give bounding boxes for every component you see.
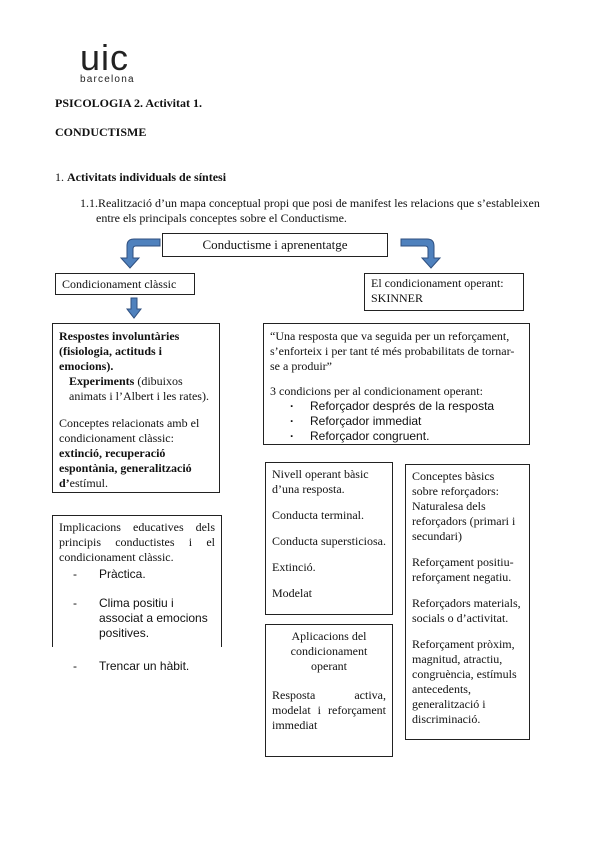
level-item: Conducta terminal. [272,508,364,522]
experiments-detail: (dibuixos animats i l’Albert i les rates… [69,374,209,403]
root-concept-box: Conductisme i aprenentatge [162,233,388,257]
task-number: 1.1. [80,196,98,210]
task-description: 1.1.Realització d’un mapa conceptual pro… [80,196,570,226]
classic-concepts: Conceptes relacionats amb el condicionam… [59,416,213,491]
operant-quote: “Una resposta que va seguida per un refo… [270,329,515,373]
reinforcer-item: Reforçadors materials, socials o d’activ… [412,596,521,625]
condition-item: Reforçador immediat [270,414,523,429]
root-concept: Conductisme i aprenentatge [202,237,348,252]
classic-concepts-prefix: Conceptes relacionats amb el condicionam… [59,416,200,445]
implication-item: Clima positiu i associat a emocions posi… [59,596,215,641]
experiments-label: Experiments [69,374,135,388]
topic-title: CONDUCTISME [55,125,147,139]
left-curved-arrow-icon [119,238,161,269]
level-item: Nivell operant bàsic d’una resposta. [272,467,369,496]
operant-conditioning-box: El condicionament operant: SKINNER [364,273,524,311]
course-title: PSICOLOGIA 2. Activitat 1. [55,96,203,110]
operant-line-2: SKINNER [371,291,424,305]
level-item: Modelat [272,586,312,600]
condition-item: Reforçador congruent. [270,429,523,444]
conditions-title: 3 condicions per al condicionament opera… [270,384,483,398]
involuntary-responses: Respostes involuntàries (fisiologia, act… [59,329,180,373]
conditions-list: Reforçador després de la resposta Reforç… [270,399,523,444]
down-arrow-icon [126,297,142,319]
operant-definition-box: “Una resposta que va seguida per un refo… [263,323,530,445]
task-line-2: entre els principals conceptes sobre el … [96,211,347,225]
reinforcer-item: Reforçament pròxim, magnitud, atractiu, … [412,637,517,726]
level-item: Extinció. [272,560,316,574]
implication-item: Trencar un hàbit. [59,659,215,674]
reinforcer-item: Reforçament positiu-reforçament negatiu. [412,555,514,584]
classic-conditioning: Condicionament clàssic [62,277,177,291]
section-heading: 1. Activitats individuals de síntesi [55,170,226,185]
reinforcers-box: Conceptes bàsics sobre reforçadors: Natu… [405,464,530,740]
classic-conditioning-box: Condicionament clàssic [55,273,195,295]
right-curved-arrow-icon [400,238,442,269]
implications-title: Implicacions educatives dels principis c… [59,520,215,564]
section-title: Activitats individuals de síntesi [67,170,227,184]
operant-line-1: El condicionament operant: [371,276,504,290]
applications-title: Aplicacions del condicionament operant [290,629,368,673]
educational-implications-box: Implicacions educatives dels principis c… [52,515,222,674]
level-item: Conducta supersticiosa. [272,534,386,548]
classic-concepts-end: estímul. [69,476,109,490]
applications-text: Resposta activa, modelat i reforçament i… [272,688,386,732]
implication-item: Pràctica. [59,567,215,582]
operant-levels-box: Nivell operant bàsic d’una resposta. Con… [265,462,393,615]
implications-list: Pràctica. Clima positiu i associat a emo… [59,567,215,674]
classic-concepts-mid: extinció, recuperació espontània, genera… [59,446,192,490]
condition-item: Reforçador després de la resposta [270,399,523,414]
experiments-text: Experiments (dibuixos animats i l’Albert… [59,374,213,404]
logo-text: uic [80,37,130,78]
uic-logo: uic barcelona [80,37,150,86]
reinforcer-item: Conceptes bàsics sobre reforçadors: Natu… [412,469,516,543]
section-number: 1. [55,170,64,184]
task-line-1: Realització d’un mapa conceptual propi q… [98,196,540,210]
operant-applications-box: Aplicacions del condicionament operant R… [265,624,393,757]
involuntary-responses-box: Respostes involuntàries (fisiologia, act… [52,323,220,493]
logo-subtext: barcelona [80,74,135,85]
